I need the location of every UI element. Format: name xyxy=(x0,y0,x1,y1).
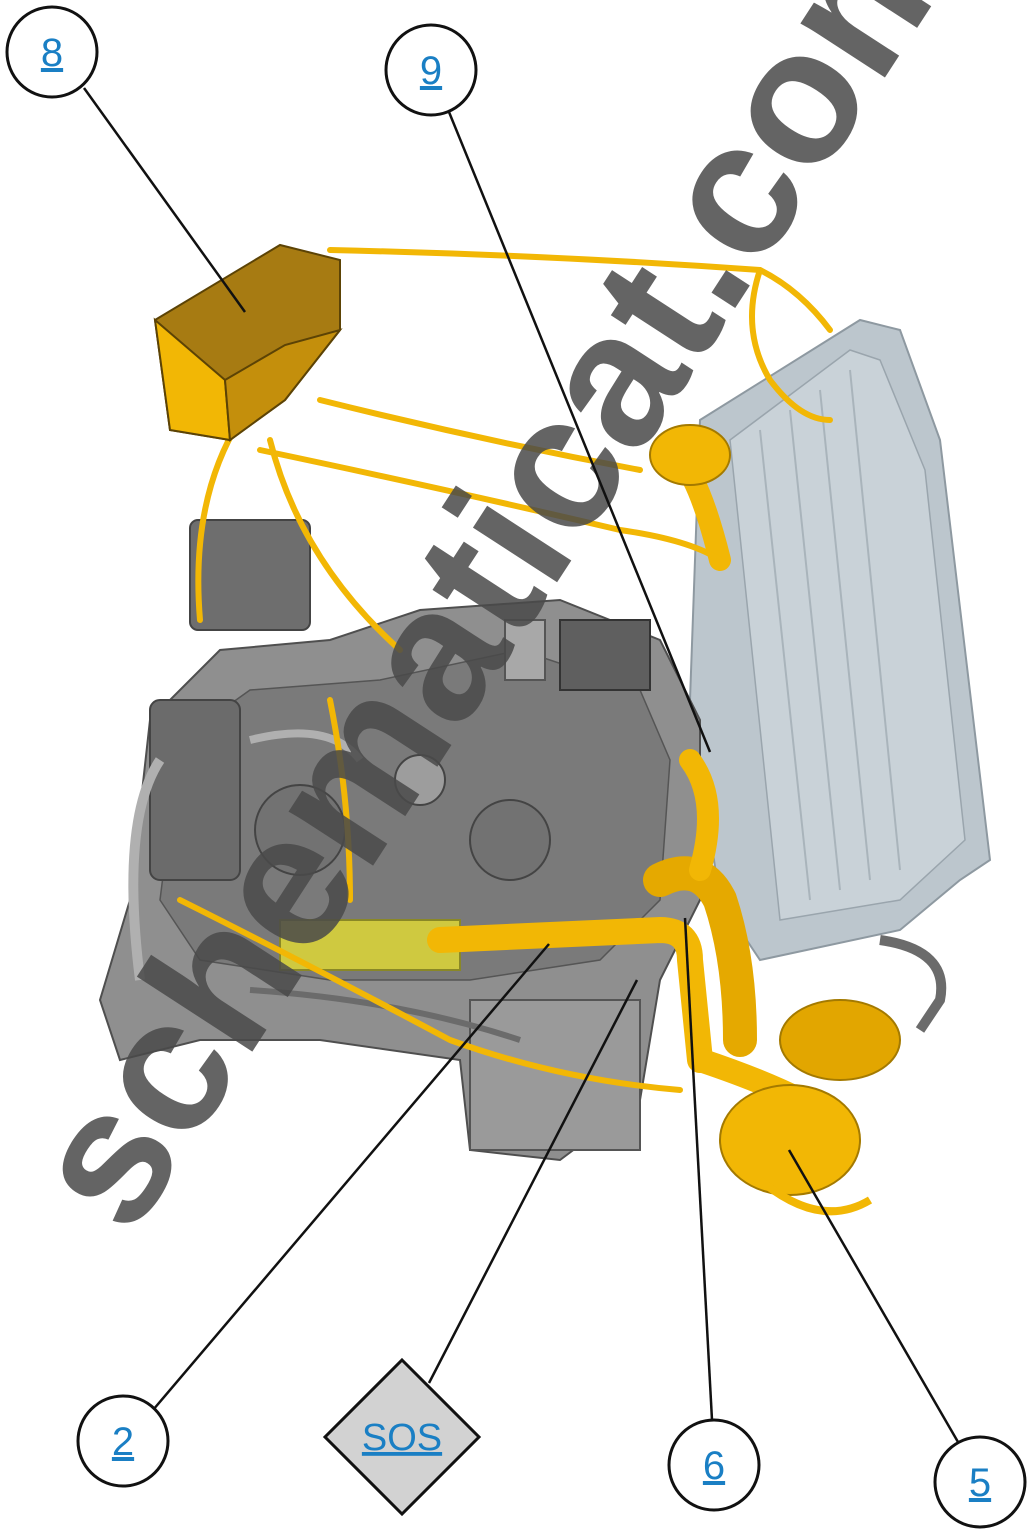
sos-diamond[interactable]: SOS xyxy=(322,1357,482,1517)
callout-5[interactable]: 5 xyxy=(933,1435,1027,1529)
engine-block xyxy=(98,519,701,1162)
leader-lines xyxy=(82,87,960,1443)
callout-5-label[interactable]: 5 xyxy=(969,1461,991,1505)
callout-9[interactable]: 9 xyxy=(384,23,478,117)
callout-8[interactable]: 8 xyxy=(5,5,99,99)
sos-label[interactable]: SOS xyxy=(362,1417,442,1459)
coolant-system xyxy=(427,424,947,1216)
callout-2-label[interactable]: 2 xyxy=(112,1420,134,1464)
ecm-box xyxy=(153,243,343,442)
callout-2[interactable]: 2 xyxy=(76,1394,170,1488)
callout-8-label[interactable]: 8 xyxy=(41,31,63,75)
callout-6[interactable]: 6 xyxy=(667,1418,761,1512)
radiator-block xyxy=(688,318,992,962)
callout-6-label[interactable]: 6 xyxy=(703,1444,725,1488)
callout-9-label[interactable]: 9 xyxy=(420,49,442,93)
